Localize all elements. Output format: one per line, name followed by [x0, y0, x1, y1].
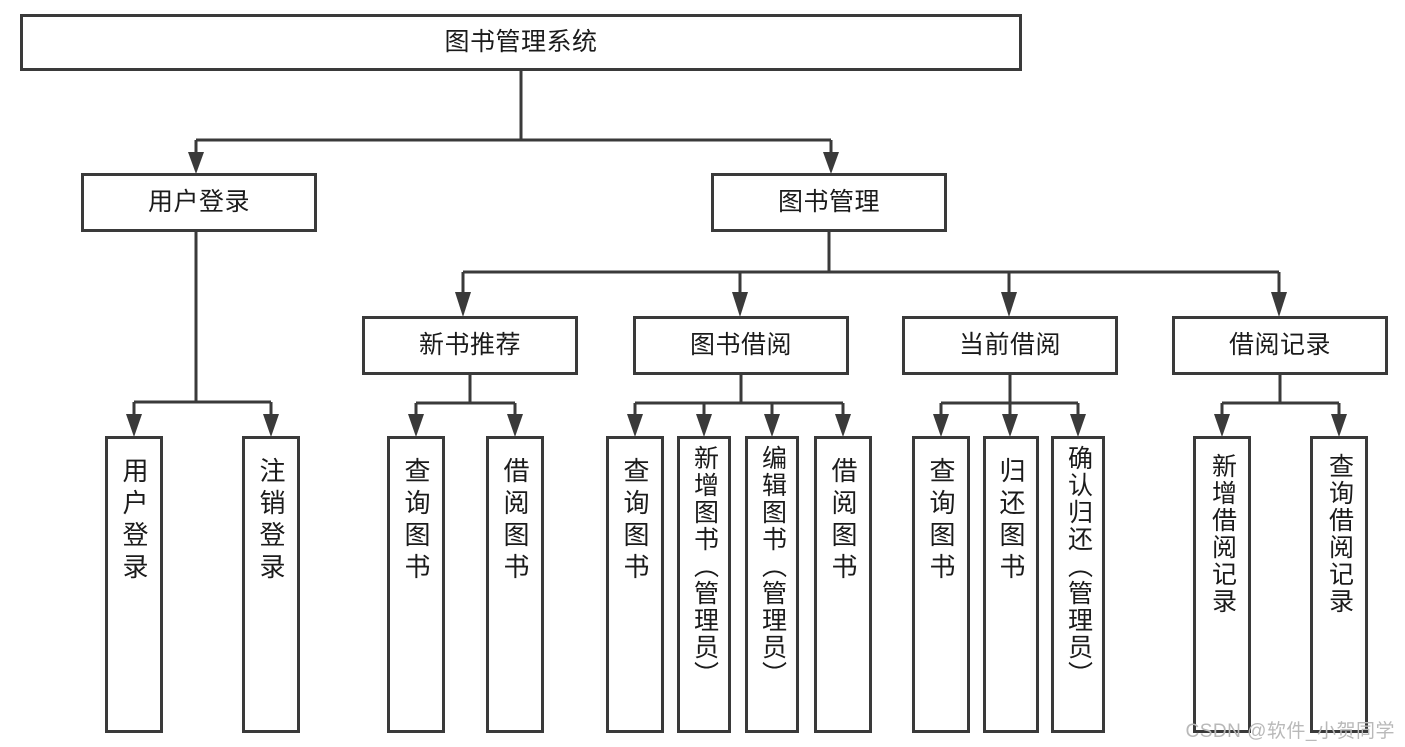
leaf-add-record-label: 新增借阅记录	[1208, 453, 1237, 615]
leaf-user-login-label: 用户登录	[119, 457, 149, 585]
leaf-query-book-c[interactable]: 查询图书	[912, 436, 970, 733]
node-book-borrow-label: 图书借阅	[689, 330, 792, 359]
leaf-query-book-a-label: 查询图书	[401, 457, 431, 585]
leaf-add-book-label: 新增图书（管理员）	[690, 445, 719, 688]
leaf-query-book-c-label: 查询图书	[926, 457, 956, 585]
leaf-logout[interactable]: 注销登录	[242, 436, 300, 733]
leaf-query-book-b[interactable]: 查询图书	[606, 436, 664, 733]
leaf-edit-book[interactable]: 编辑图书（管理员）	[745, 436, 799, 733]
leaf-return-book[interactable]: 归还图书	[983, 436, 1039, 733]
leaf-add-record[interactable]: 新增借阅记录	[1193, 436, 1251, 733]
leaf-edit-book-label: 编辑图书（管理员）	[758, 445, 787, 688]
node-new-book-recommend-label: 新书推荐	[418, 330, 521, 359]
leaf-confirm-return[interactable]: 确认归还（管理员）	[1051, 436, 1105, 733]
node-current-borrow-label: 当前借阅	[958, 330, 1061, 359]
leaf-query-book-b-label: 查询图书	[620, 457, 650, 585]
node-user-login[interactable]: 用户登录	[81, 173, 317, 232]
leaf-add-book[interactable]: 新增图书（管理员）	[677, 436, 731, 733]
leaf-logout-label: 注销登录	[256, 457, 286, 585]
watermark-text: CSDN @软件_小贺同学	[1185, 721, 1395, 742]
leaf-query-book-a[interactable]: 查询图书	[387, 436, 445, 733]
node-user-login-label: 用户登录	[147, 187, 250, 216]
leaf-borrow-book-b-label: 借阅图书	[828, 457, 858, 585]
node-current-borrow[interactable]: 当前借阅	[902, 316, 1118, 375]
leaf-query-record[interactable]: 查询借阅记录	[1310, 436, 1368, 733]
leaf-borrow-book-b[interactable]: 借阅图书	[814, 436, 872, 733]
node-borrow-record[interactable]: 借阅记录	[1172, 316, 1388, 375]
node-root[interactable]: 图书管理系统	[20, 14, 1022, 71]
leaf-user-login[interactable]: 用户登录	[105, 436, 163, 733]
leaf-return-book-label: 归还图书	[996, 457, 1026, 585]
leaf-confirm-return-label: 确认归还（管理员）	[1064, 445, 1093, 688]
node-new-book-recommend[interactable]: 新书推荐	[362, 316, 578, 375]
node-root-label: 图书管理系统	[444, 27, 598, 56]
leaf-borrow-book-a-label: 借阅图书	[500, 457, 530, 585]
node-borrow-record-label: 借阅记录	[1228, 330, 1331, 359]
node-book-borrow[interactable]: 图书借阅	[633, 316, 849, 375]
leaf-query-record-label: 查询借阅记录	[1325, 453, 1354, 615]
node-book-manage[interactable]: 图书管理	[711, 173, 947, 232]
leaf-borrow-book-a[interactable]: 借阅图书	[486, 436, 544, 733]
node-book-manage-label: 图书管理	[777, 187, 880, 216]
